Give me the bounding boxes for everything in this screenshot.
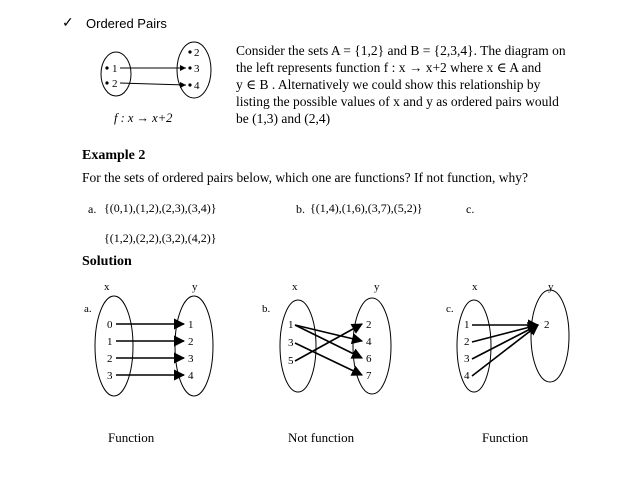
diagram-a-domain-label: 2	[107, 353, 113, 365]
diagram-b-x-header: x	[292, 281, 298, 293]
option-a-label: a.	[88, 202, 97, 216]
diagram-b-domain-label: 1	[288, 319, 294, 331]
intro-line: be (1,3) and (2,4)	[236, 111, 331, 126]
intro-dot	[188, 83, 192, 87]
diagram-b-domain-label: 3	[288, 337, 294, 349]
diagram-a-y-header: y	[192, 281, 198, 293]
diagram-b-codomain-label: 6	[366, 353, 372, 365]
check-icon: ✓	[62, 16, 74, 31]
diagram-c-domain-label: 3	[464, 353, 470, 365]
diagram-c-domain-label: 2	[464, 336, 470, 348]
diagram-a-codomain-label: 2	[188, 336, 194, 348]
solution-title: Solution	[82, 254, 132, 269]
diagram-c-verdict: Function	[482, 430, 529, 445]
option-b-value: {(1,4),(1,6),(3,7),(5,2)}	[310, 201, 423, 215]
intro-line: y ∈ B . Alternatively we could show this…	[236, 77, 541, 92]
intro-codomain-label: 3	[194, 63, 200, 75]
intro-arrow	[119, 82, 187, 86]
intro-line: listing the possible values of x and y a…	[236, 94, 559, 109]
example-question: For the sets of ordered pairs below, whi…	[82, 170, 528, 185]
example-title: Example 2	[82, 148, 146, 163]
diagram-b-codomain-label: 4	[366, 336, 372, 348]
diagram-b-verdict: Not function	[288, 430, 355, 445]
option-c-label: c.	[466, 202, 475, 216]
diagram-a-domain-ellipse	[94, 295, 134, 397]
intro-arrowhead	[180, 82, 186, 88]
intro-dot	[188, 50, 192, 54]
diagram-a-codomain-label: 3	[188, 353, 194, 365]
diagram-c-arrow	[471, 324, 539, 377]
diagram-b-y-header: y	[374, 281, 380, 293]
intro-dot	[105, 81, 109, 85]
diagram-a-codomain-label: 4	[188, 370, 194, 382]
diagram-c-x-header: x	[472, 281, 478, 293]
diagram-c-label: c.	[446, 303, 454, 315]
intro-dot	[105, 66, 109, 70]
intro-codomain-ellipse	[176, 41, 212, 99]
diagram-c-codomain-ellipse	[530, 289, 570, 383]
diagram-a-verdict: Function	[108, 430, 155, 445]
diagram-a-label: a.	[84, 303, 92, 315]
option-b-label: b.	[296, 202, 305, 216]
intro-line: Consider the sets A = {1,2} and B = {2,3…	[236, 43, 566, 58]
diagram-a-domain-label: 3	[107, 370, 113, 382]
diagram-b-codomain-ellipse	[352, 297, 392, 395]
diagram-a-codomain-ellipse	[174, 295, 214, 397]
diagram-b-arrow	[294, 323, 363, 362]
diagram-c-y-header: y	[548, 281, 554, 293]
intro-dot	[188, 66, 192, 70]
diagram-b-codomain-label: 7	[366, 370, 372, 382]
diagram-b-domain-label: 5	[288, 355, 294, 367]
intro-line: the left represents function f : x → x+2…	[236, 60, 542, 75]
diagram-a-x-header: x	[104, 281, 110, 293]
intro-arrowhead	[180, 65, 186, 71]
diagram-c-arrow	[471, 324, 539, 360]
diagram-c-domain-label: 1	[464, 319, 470, 331]
diagram-a-codomain-label: 1	[188, 319, 194, 331]
diagram-b-label: b.	[262, 303, 271, 315]
intro-codomain-label: 2	[194, 47, 200, 59]
diagram-b-arrow	[294, 324, 364, 359]
diagram-c-domain-label: 4	[464, 370, 470, 382]
section-title: Ordered Pairs	[86, 16, 167, 31]
diagram-c-codomain-label: 2	[544, 319, 550, 331]
option-c-value: {(1,2),(2,2),(3,2),(4,2)}	[104, 231, 217, 245]
intro-codomain-label: 4	[194, 80, 200, 92]
intro-caption: f : x → x+2	[114, 111, 173, 125]
intro-domain-label: 2	[112, 78, 118, 90]
diagram-b-arrow	[294, 342, 364, 376]
diagram-b-domain-ellipse	[279, 299, 317, 393]
intro-domain-ellipse	[100, 51, 132, 97]
diagram-c-domain-ellipse	[456, 299, 492, 393]
intro-domain-label: 1	[112, 63, 118, 75]
diagram-a-domain-label: 0	[107, 319, 113, 331]
diagram-b-codomain-label: 2	[366, 319, 372, 331]
option-a-value: {(0,1),(1,2),(2,3),(3,4)}	[104, 201, 217, 215]
diagram-a-domain-label: 1	[107, 336, 113, 348]
diagram-b-arrow	[294, 324, 364, 345]
